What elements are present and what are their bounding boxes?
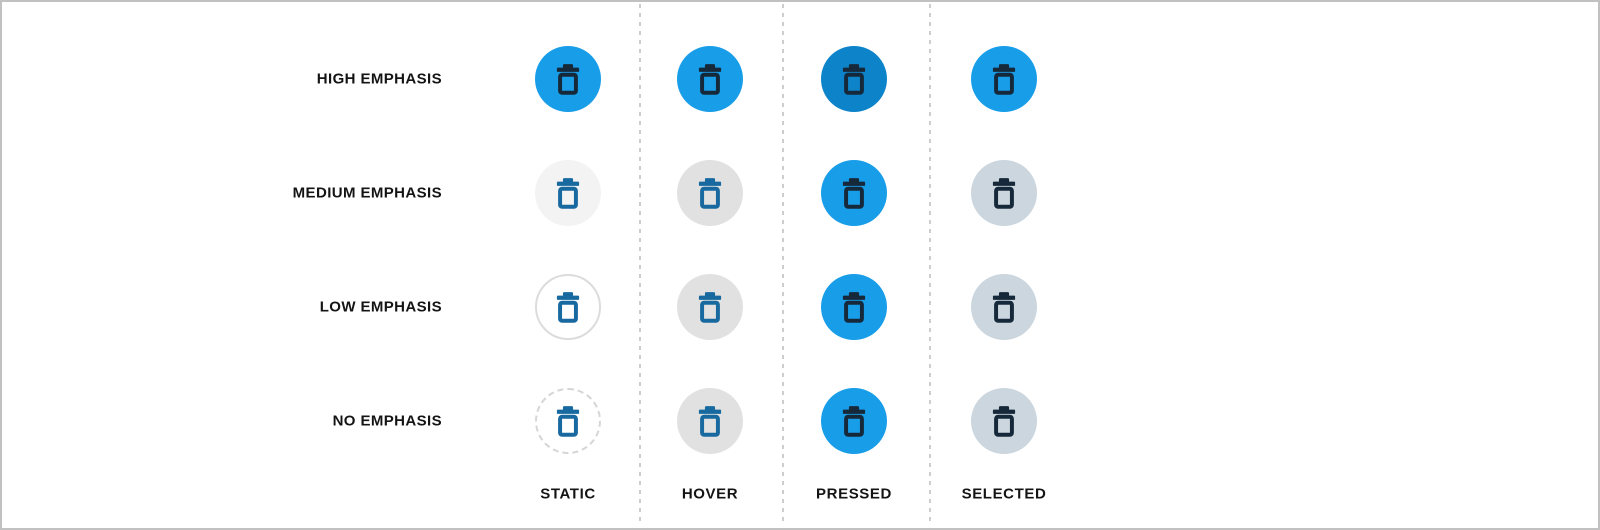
trash-icon: [835, 288, 873, 326]
trash-icon: [691, 174, 729, 212]
button-high-selected[interactable]: [971, 46, 1037, 112]
button-medium-hover[interactable]: [677, 160, 743, 226]
column-label-static: STATIC: [540, 485, 596, 503]
button-low-hover[interactable]: [677, 274, 743, 340]
button-high-hover[interactable]: [677, 46, 743, 112]
button-no-hover[interactable]: [677, 388, 743, 454]
trash-icon: [835, 402, 873, 440]
button-high-pressed[interactable]: [821, 46, 887, 112]
trash-icon: [985, 60, 1023, 98]
trash-icon: [691, 402, 729, 440]
row-label-low-emphasis: LOW EMPHASIS: [319, 298, 442, 316]
button-medium-selected[interactable]: [971, 160, 1037, 226]
button-no-selected[interactable]: [971, 388, 1037, 454]
column-label-pressed: PRESSED: [816, 485, 892, 503]
trash-icon: [549, 288, 587, 326]
column-divider: [639, 4, 641, 526]
button-high-static[interactable]: [535, 46, 601, 112]
button-medium-pressed[interactable]: [821, 160, 887, 226]
column-divider: [929, 4, 931, 526]
trash-icon: [691, 288, 729, 326]
button-low-static[interactable]: [535, 274, 601, 340]
row-label-high-emphasis: HIGH EMPHASIS: [316, 70, 442, 88]
button-no-pressed[interactable]: [821, 388, 887, 454]
trash-icon: [835, 174, 873, 212]
trash-icon: [985, 402, 1023, 440]
trash-icon: [985, 288, 1023, 326]
button-low-pressed[interactable]: [821, 274, 887, 340]
column-divider: [782, 4, 784, 526]
column-label-selected: SELECTED: [961, 485, 1047, 503]
button-no-static[interactable]: [535, 388, 601, 454]
trash-icon: [549, 402, 587, 440]
button-low-selected[interactable]: [971, 274, 1037, 340]
row-label-medium-emphasis: MEDIUM EMPHASIS: [292, 184, 442, 202]
button-medium-static[interactable]: [535, 160, 601, 226]
trash-icon: [549, 174, 587, 212]
trash-icon: [549, 60, 587, 98]
trash-icon: [691, 60, 729, 98]
column-label-hover: HOVER: [681, 485, 739, 503]
trash-icon: [835, 60, 873, 98]
row-label-no-emphasis: NO EMPHASIS: [332, 412, 442, 430]
trash-icon: [985, 174, 1023, 212]
